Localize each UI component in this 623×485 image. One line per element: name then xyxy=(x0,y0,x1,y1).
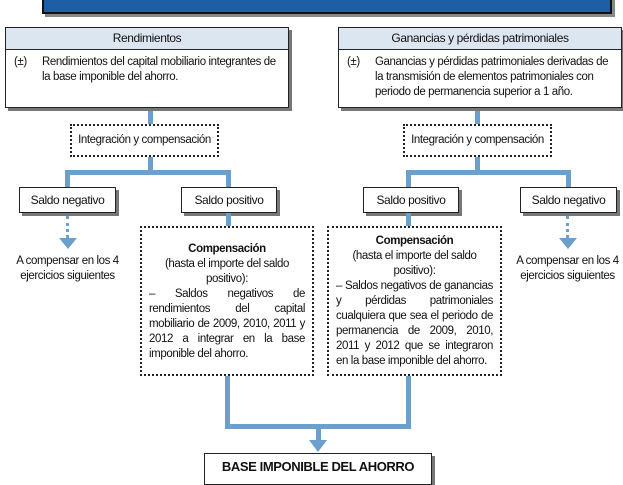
integration-box-left: Integración y compensación xyxy=(70,124,219,157)
connector-line xyxy=(475,111,480,125)
saldo-positivo-left: Saldo positivo xyxy=(181,187,277,213)
compensation-subtitle: (hasta el importe del saldo positivo): xyxy=(164,258,290,285)
negative-note-left: A compensar en los 4 ejercicios siguient… xyxy=(16,255,119,282)
connector-line xyxy=(148,111,153,125)
connector-line xyxy=(148,157,153,173)
compensation-body: – Saldos negativos de rendimientos del c… xyxy=(149,288,305,360)
compensation-body: – Saldos negativos de ganancias y pérdid… xyxy=(336,280,493,367)
title-bar xyxy=(42,0,612,14)
negative-note-right: A compensar en los 4 ejercicios siguient… xyxy=(516,255,619,282)
rendimientos-box: Rendimientos (±) Rendimientos del capital… xyxy=(5,27,289,108)
saldo-positivo-right: Saldo positivo xyxy=(363,187,459,213)
connector-line xyxy=(406,376,411,429)
rendimientos-header: Rendimientos xyxy=(6,28,288,50)
connector-line xyxy=(316,424,321,441)
connector-line xyxy=(475,157,480,173)
connector-line xyxy=(65,170,231,175)
connector-line xyxy=(225,376,230,429)
rendimientos-description: Rendimientos del capital mobiliario inte… xyxy=(42,56,276,83)
base-imponible-box: BASE IMPONIBLE DEL AHORRO xyxy=(204,453,432,485)
integration-box-right: Integración y compensación xyxy=(403,124,552,157)
connector-line xyxy=(406,170,571,175)
ganancias-header: Ganancias y pérdidas patrimoniales xyxy=(339,28,621,50)
connector-line xyxy=(406,213,411,227)
arrow-down-icon xyxy=(309,440,327,452)
connector-line xyxy=(65,170,70,188)
connector-line xyxy=(566,170,571,188)
compensation-title: Compensación xyxy=(188,243,266,255)
dotted-connector xyxy=(566,216,569,238)
ganancias-box: Ganancias y pérdidas patrimoniales (±) Ga… xyxy=(338,27,622,108)
compensation-subtitle: (hasta el importe del saldo positivo): xyxy=(352,250,477,277)
saldo-negativo-right: Saldo negativo xyxy=(520,187,617,213)
dotted-connector xyxy=(66,216,69,238)
connector-line xyxy=(226,213,231,227)
arrow-down-icon xyxy=(559,238,577,249)
connector-line xyxy=(406,170,411,188)
saldo-negativo-left: Saldo negativo xyxy=(19,187,116,213)
connector-line xyxy=(226,170,231,188)
compensation-box-right: Compensación (hasta el importe del saldo… xyxy=(327,226,502,376)
ganancias-description: Ganancias y pérdidas patrimoniales deriv… xyxy=(375,56,609,98)
compensation-box-left: Compensación (hasta el importe del saldo… xyxy=(140,226,314,376)
plus-minus-sign: (±) xyxy=(14,56,27,68)
compensation-title: Compensación xyxy=(375,235,454,247)
arrow-down-icon xyxy=(59,238,77,249)
plus-minus-sign: (±) xyxy=(347,56,360,68)
